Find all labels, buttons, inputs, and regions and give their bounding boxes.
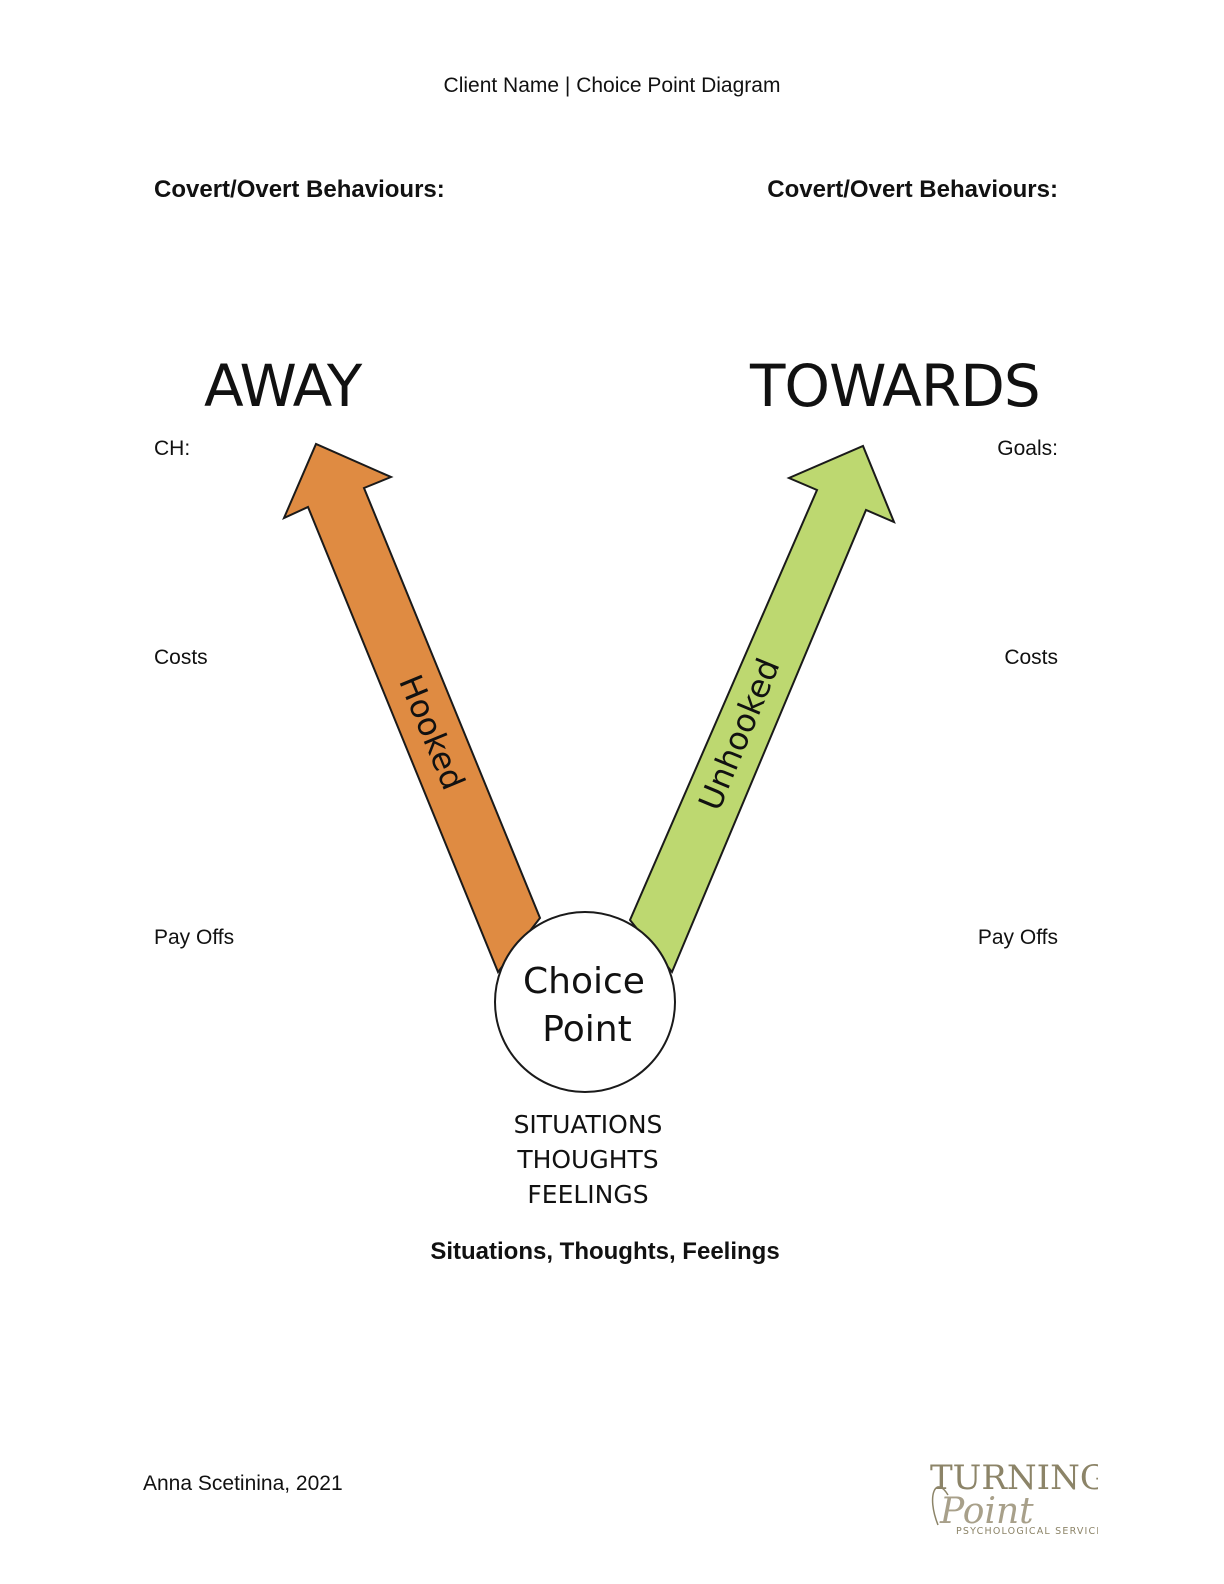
choice-point-line2: Point: [542, 1009, 631, 1050]
stack-feelings: FEELINGS: [527, 1180, 649, 1209]
situations-stack: SITUATIONS THOUGHTS FEELINGS: [0, 1107, 1176, 1212]
hooked-arrow: [282, 442, 542, 974]
towards-payoffs-label: Pay Offs: [977, 926, 1058, 949]
goals-label: Goals:: [997, 437, 1058, 460]
svg-text:TURNING: TURNING: [930, 1458, 1098, 1498]
choice-point-circle: [494, 911, 676, 1093]
towards-costs-label: Costs: [1004, 646, 1058, 669]
stack-thoughts: THOUGHTS: [517, 1145, 659, 1174]
svg-text:Point: Point: [939, 1491, 1034, 1532]
summary-heading: Situations, Thoughts, Feelings: [430, 1238, 780, 1265]
author-credit: Anna Scetinina, 2021: [143, 1472, 343, 1495]
svg-text:PSYCHOLOGICAL SERVICES: PSYCHOLOGICAL SERVICES: [956, 1526, 1098, 1537]
towards-behaviours-heading: Covert/Overt Behaviours:: [767, 176, 1058, 203]
towards-label: TOWARDS: [750, 352, 1041, 420]
away-label: AWAY: [204, 352, 362, 420]
unhooked-arrow: [628, 444, 896, 974]
away-costs-label: Costs: [154, 646, 208, 669]
turning-point-logo: TURNING Point PSYCHOLOGICAL SERVICES: [930, 1458, 1098, 1537]
choice-point-line1: Choice: [523, 961, 645, 1002]
ch-label: CH:: [154, 437, 191, 460]
away-payoffs-label: Pay Offs: [154, 926, 235, 949]
away-behaviours-heading: Covert/Overt Behaviours:: [154, 176, 445, 203]
stack-situations: SITUATIONS: [513, 1110, 663, 1139]
page-title: Client Name | Choice Point Diagram: [443, 74, 781, 97]
